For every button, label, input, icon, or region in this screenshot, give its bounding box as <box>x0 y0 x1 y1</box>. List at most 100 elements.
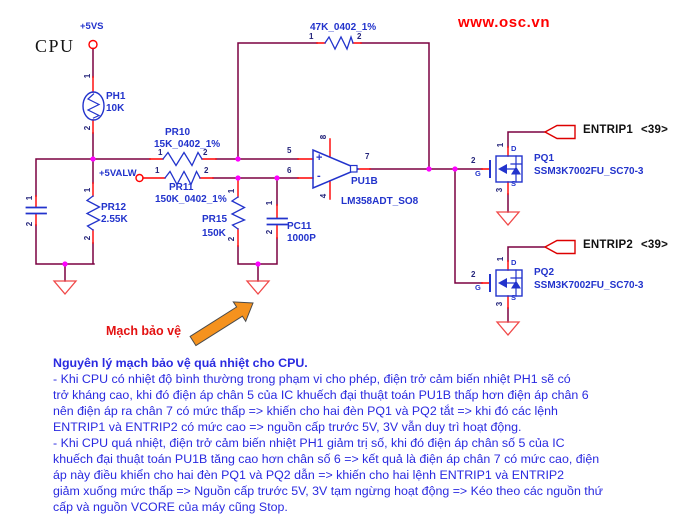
description-line: khuếch đại thuật toán PU1B tăng cao hơn … <box>53 452 600 466</box>
resistor-pr12-symbol <box>85 195 101 231</box>
junction-dots <box>62 156 458 267</box>
net-label-5vs: +5VS <box>80 21 104 32</box>
pq1-pin-s: 3 <box>495 187 504 193</box>
pc11-pin1: 1 <box>265 200 274 206</box>
mosfet-pq1-symbol <box>489 155 523 183</box>
capacitor-left-symbol <box>25 206 47 215</box>
pr11-pin1: 1 <box>155 166 160 175</box>
entrip2-flag-icon <box>543 239 576 255</box>
description-line: áp này điều khiển cho hai đèn PQ1 và PQ2… <box>53 468 565 482</box>
pr11-pin2: 2 <box>204 166 209 175</box>
pu1b-plus-sign: + <box>316 152 323 164</box>
r47k-pin1: 1 <box>309 32 314 41</box>
pr15-value: 150K <box>202 228 226 239</box>
resistor-47k-symbol <box>324 34 354 51</box>
power-terminals <box>88 39 144 183</box>
pin-stubs <box>35 42 509 309</box>
ph1-ref: PH1 <box>106 91 126 102</box>
pu1b-pin5: 5 <box>287 146 292 155</box>
schematic-graphics <box>25 34 576 347</box>
mosfet-pq2-symbol <box>489 269 523 297</box>
pq1-terminal-s: S <box>511 179 517 188</box>
offpage-flags <box>543 124 576 255</box>
pq2-terminal-d: D <box>511 258 517 267</box>
ph1-value: 10K <box>106 103 125 114</box>
description-line: giảm xuống mức thấp => Nguồn cấp trước 5… <box>53 484 603 498</box>
resistor-pr15-symbol <box>230 196 247 230</box>
description-line: nên điện áp ra chân 7 có mức thấp => khi… <box>53 404 558 418</box>
pr15-pin2: 2 <box>227 236 236 242</box>
watermark: www.osc.vn <box>458 14 551 31</box>
description-line: - Khi CPU có nhiệt độ bình thường trong … <box>53 372 571 386</box>
entrip2-page: <39> <box>640 239 668 251</box>
net-label-5valw: +5VALW <box>99 168 137 179</box>
entrip1-flag-label: ENTRIP1 <39> <box>583 124 668 137</box>
description-line: ENTRIP1 và ENTRIP2 có mức cao => nguồn c… <box>53 420 522 434</box>
r47k-pin2: 2 <box>357 32 362 41</box>
opamp-pu1b-symbol <box>312 148 360 190</box>
pr12-ref: PR12 <box>101 202 127 213</box>
pq1-terminal-d: D <box>511 144 517 153</box>
pq1-value: SSM3K7002FU_SC70-3 <box>534 166 644 177</box>
pq2-terminal-g: G <box>475 283 481 292</box>
pr11-value: 150K_0402_1% <box>155 194 227 205</box>
pr15-pin1: 1 <box>227 188 236 194</box>
pu1b-minus-sign: - <box>317 170 321 182</box>
pq1-ref: PQ1 <box>534 153 555 164</box>
wire-network <box>35 42 546 323</box>
pq2-pin-g: 2 <box>471 270 476 279</box>
pq2-terminal-s: S <box>511 293 517 302</box>
pu1b-ref: PU1B <box>351 176 378 187</box>
pq1-terminal-g: G <box>475 169 481 178</box>
cap-left-pin1: 1 <box>25 195 34 201</box>
capacitor-pc11-symbol <box>266 217 288 226</box>
cap-left-pin2: 2 <box>25 221 34 227</box>
region-title: CPU <box>35 36 75 56</box>
power-terminal-icon <box>135 173 144 183</box>
ground-icon <box>495 321 521 337</box>
pq2-ref: PQ2 <box>534 267 555 278</box>
pq2-pin-s: 3 <box>495 301 504 307</box>
entrip1-page: <39> <box>640 124 668 136</box>
pq1-pin-d: 1 <box>496 142 505 148</box>
pr11-ref: PR11 <box>169 182 194 193</box>
r47k-value: 47K_0402_1% <box>310 22 377 33</box>
pr10-pin2: 2 <box>203 148 208 157</box>
callout-label: Mạch bảo vệ <box>106 324 182 338</box>
callout-arrow-icon <box>189 301 254 347</box>
pr10-pin1: 1 <box>158 148 163 157</box>
pr10-ref: PR10 <box>165 127 191 138</box>
description-block: Nguyên lý mạch bảo vệ quá nhiệt cho CPU.… <box>53 355 663 515</box>
pq2-value: SSM3K7002FU_SC70-3 <box>534 280 644 291</box>
ph1-pin1: 1 <box>83 73 92 79</box>
entrip1-name: ENTRIP1 <box>583 124 633 136</box>
pr12-pin1: 1 <box>83 187 92 193</box>
pr12-pin2: 2 <box>83 235 92 241</box>
pr10-value: 15K_0402_1% <box>154 139 221 150</box>
entrip2-flag-label: ENTRIP2 <39> <box>583 239 668 252</box>
pu1b-pin8: 8 <box>319 134 328 140</box>
pc11-pin2: 2 <box>265 229 274 235</box>
resistor-pr10-symbol <box>162 151 203 167</box>
ground-icon <box>52 280 78 296</box>
power-terminal-icon <box>88 39 98 50</box>
ph1-pin2: 2 <box>83 125 92 131</box>
entrip1-flag-icon <box>543 124 576 140</box>
entrip2-name: ENTRIP2 <box>583 239 633 251</box>
pc11-value: 1000P <box>287 233 316 244</box>
thermistor-ph1-symbol <box>82 91 105 121</box>
pu1b-pin4: 4 <box>319 193 328 199</box>
pu1b-pin6: 6 <box>287 166 292 175</box>
pq2-pin-d: 1 <box>496 256 505 262</box>
pq1-pin-g: 2 <box>471 156 476 165</box>
ground-icon <box>495 211 521 227</box>
resistor-pr11-symbol <box>164 169 201 187</box>
description-line: - Khi CPU quá nhiệt, điện trở cảm biến n… <box>53 436 565 450</box>
ground-symbols <box>52 211 521 337</box>
description-title: Nguyên lý mạch bảo vệ quá nhiệt cho CPU. <box>53 356 308 370</box>
component-symbols <box>25 34 523 297</box>
pu1b-pin7: 7 <box>365 152 370 161</box>
pr15-ref: PR15 <box>202 214 228 225</box>
pc11-ref: PC11 <box>287 221 312 232</box>
